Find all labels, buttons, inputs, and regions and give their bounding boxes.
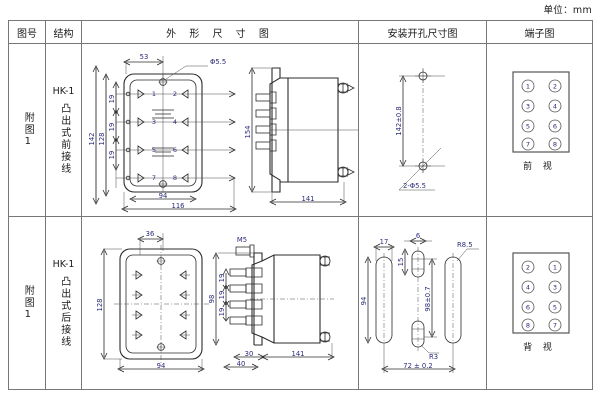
terminal-diagram-num-8: 8 bbox=[553, 141, 557, 149]
terminal-num-7: 7 bbox=[152, 174, 156, 182]
cell-mounting-drawing: 142±0.8 2-Φ5.5 bbox=[358, 43, 487, 217]
cell-structure: HK-1 凸出式前接线 bbox=[45, 43, 82, 217]
terminal-diagram-num-5: 5 bbox=[553, 304, 557, 312]
cell-structure: HK-1 凸出式后接线 bbox=[45, 216, 82, 390]
terminal-num-2: 2 bbox=[173, 90, 177, 98]
terminal-num-1: 1 bbox=[152, 90, 156, 98]
dim-r2-width: 94 bbox=[157, 362, 166, 370]
cell-outline-drawing: 36 128 94 bbox=[81, 216, 359, 390]
table-row: 附图1 HK-1 凸出式前接线 142 bbox=[8, 43, 593, 217]
terminal-diagram-num-4: 4 bbox=[553, 103, 557, 111]
header-mounting: 安装开孔尺寸图 bbox=[358, 20, 487, 44]
outline-drawing-row1: 142 128 19 19 19 bbox=[82, 44, 358, 216]
outline-drawing-row2: 36 128 94 bbox=[82, 217, 358, 389]
terminal-diagram-num-8: 8 bbox=[526, 322, 530, 330]
dim-r2-slot-height: 94 bbox=[360, 297, 368, 306]
dim-pitch-1: 19 bbox=[108, 95, 116, 104]
terminal-diagram-num-3: 3 bbox=[526, 103, 530, 111]
dim-r2-thread: M5 bbox=[237, 236, 247, 244]
header-terminal: 端子图 bbox=[486, 20, 593, 44]
terminal-diagram-num-7: 7 bbox=[526, 141, 530, 149]
terminal-view-label: 前 视 bbox=[523, 162, 556, 172]
cell-outline-drawing: 142 128 19 19 19 bbox=[81, 43, 359, 217]
dim-hole-note: Φ5.5 bbox=[210, 58, 226, 66]
dim-r2-radius-small: R3 bbox=[429, 353, 438, 361]
dim-pitch-3: 19 bbox=[108, 151, 116, 160]
terminal-diagram-num-7: 7 bbox=[553, 322, 557, 330]
table-row: 附图1 HK-1 凸出式后接线 bbox=[8, 216, 593, 390]
terminal-diagram-row1: 1 2 3 4 5 6 7 8 前 视 bbox=[487, 44, 592, 216]
cell-fig-no: 附图1 bbox=[8, 43, 46, 217]
dim-width-outer: 116 bbox=[172, 202, 185, 210]
dim-hole-count-note: 2-Φ5.5 bbox=[403, 182, 426, 190]
dim-r2-depth: 141 bbox=[292, 350, 305, 358]
fig-no-label: 附图1 bbox=[22, 111, 34, 149]
terminal-view-label: 背 视 bbox=[523, 343, 556, 353]
dim-r2-pitch-2: 19 bbox=[218, 291, 226, 300]
structure-code: HK-1 bbox=[52, 258, 75, 270]
dim-side-depth: 141 bbox=[302, 195, 315, 203]
dim-r2-center-height: 15 bbox=[397, 258, 405, 267]
header-fig-no: 图号 bbox=[8, 20, 46, 44]
dim-mounting-vertical: 142±0.8 bbox=[395, 106, 403, 135]
dim-r2-pitch-1: 19 bbox=[218, 274, 226, 283]
dim-r2-height: 128 bbox=[96, 299, 104, 312]
dim-r2-radius-big: R8.5 bbox=[457, 241, 473, 249]
terminal-diagram-num-4: 4 bbox=[526, 284, 530, 292]
dim-pitch-2: 19 bbox=[108, 123, 116, 132]
dim-height-outer: 142 bbox=[88, 133, 96, 146]
structure-text: 凸出式后接线 bbox=[58, 276, 70, 349]
header-structure: 结构 bbox=[45, 20, 82, 44]
dim-height-inner: 128 bbox=[98, 133, 106, 146]
terminal-num-5: 5 bbox=[152, 146, 156, 154]
header-outline: 外 形 尺 寸 图 bbox=[81, 20, 359, 44]
dim-width-inner: 94 bbox=[159, 192, 168, 200]
dim-side-height: 154 bbox=[244, 126, 252, 139]
mounting-drawing-row2: 17 94 6 15 bbox=[359, 217, 486, 389]
dim-r2-top-width: 36 bbox=[146, 230, 155, 238]
terminal-diagram-num-6: 6 bbox=[526, 304, 530, 312]
dim-r2-slot-width: 17 bbox=[380, 238, 389, 246]
terminal-num-3: 3 bbox=[152, 118, 156, 126]
structure-code: HK-1 bbox=[52, 85, 75, 97]
cell-terminal-diagram: 1 2 3 4 5 6 7 8 前 视 bbox=[486, 43, 593, 217]
cell-mounting-drawing: 17 94 6 15 bbox=[358, 216, 487, 390]
dim-r2-mount-vertical: 98±0.7 bbox=[424, 286, 432, 311]
dim-r2-side-height: 98 bbox=[208, 295, 216, 304]
table-header-row: 图号 结构 外 形 尺 寸 图 安装开孔尺寸图 端子图 bbox=[8, 20, 593, 44]
dim-r2-flange: 30 bbox=[245, 350, 254, 358]
terminal-diagram-num-6: 6 bbox=[553, 123, 557, 131]
terminal-diagram-num-2: 2 bbox=[526, 264, 530, 272]
unit-note: 单位：mm bbox=[543, 5, 592, 16]
cell-fig-no: 附图1 bbox=[8, 216, 46, 390]
terminal-num-8: 8 bbox=[173, 174, 177, 182]
terminal-diagram-num-3: 3 bbox=[553, 284, 557, 292]
terminal-diagram-num-5: 5 bbox=[526, 123, 530, 131]
terminal-diagram-num-1: 1 bbox=[553, 264, 557, 272]
structure-text: 凸出式前接线 bbox=[58, 103, 70, 176]
terminal-diagram-num-2: 2 bbox=[553, 83, 557, 91]
terminal-num-6: 6 bbox=[173, 146, 177, 154]
dim-r2-center-width: 6 bbox=[416, 232, 420, 240]
dim-top-width: 53 bbox=[140, 53, 149, 61]
terminal-num-4: 4 bbox=[173, 118, 177, 126]
terminal-diagram-row2: 2 1 4 3 6 5 8 7 背 视 bbox=[487, 217, 592, 389]
terminal-diagram-num-1: 1 bbox=[526, 83, 530, 91]
spec-table: 图号 结构 外 形 尺 寸 图 安装开孔尺寸图 端子图 附图1 HK-1 凸出式… bbox=[8, 20, 593, 390]
fig-no-label: 附图1 bbox=[22, 284, 34, 322]
mounting-drawing-row1: 142±0.8 2-Φ5.5 bbox=[359, 44, 486, 216]
dim-r2-base: 40 bbox=[237, 360, 246, 368]
dim-r2-pitch-3: 19 bbox=[218, 308, 226, 317]
cell-terminal-diagram: 2 1 4 3 6 5 8 7 背 视 bbox=[486, 216, 593, 390]
dim-r2-mount-horizontal: 72 ± 0.2 bbox=[403, 362, 432, 370]
